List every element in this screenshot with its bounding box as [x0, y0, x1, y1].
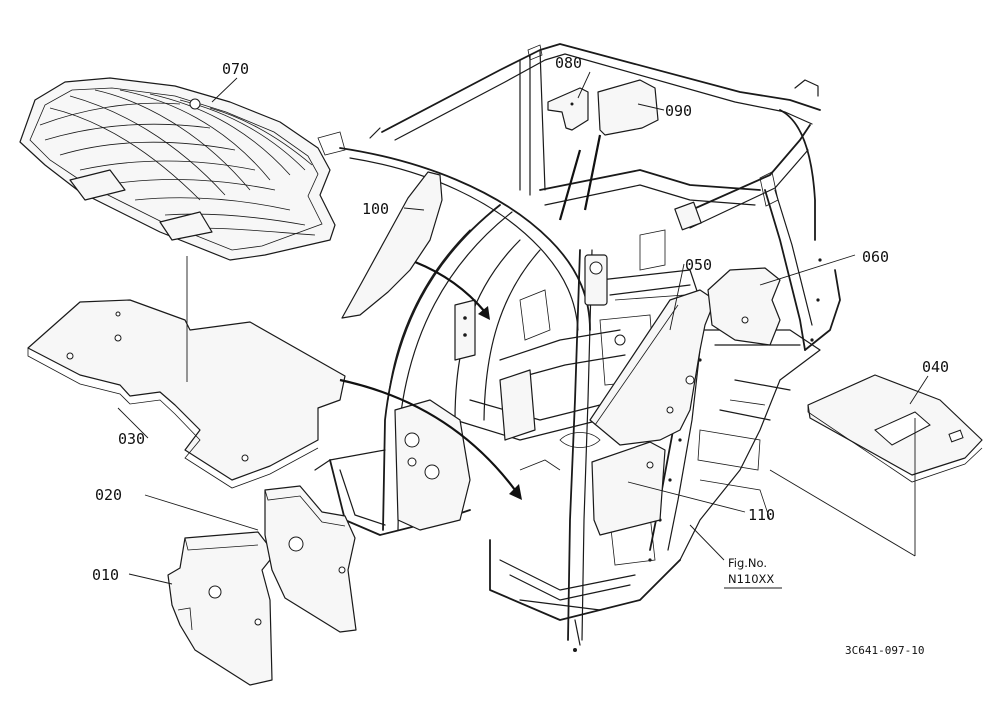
figure-reference: Fig.No. N110XX: [728, 556, 774, 586]
drawing-code: 3C641-097-10: [845, 644, 924, 657]
part-050-panel: [589, 289, 716, 446]
part-070-floor-mat: [19, 77, 336, 261]
part-010-panel: [167, 531, 273, 686]
part-080-bracket: [547, 87, 589, 131]
part-040-side-mat: [807, 374, 983, 483]
label-010: 010: [92, 566, 119, 584]
label-020: 020: [95, 486, 122, 504]
part-060-panel: [707, 267, 781, 346]
label-080: 080: [555, 54, 582, 72]
label-060: 060: [862, 248, 889, 266]
cab-frame: [314, 43, 841, 652]
figure-ref-line1: Fig.No.: [728, 556, 767, 570]
part-100-panel: [341, 171, 443, 319]
leader-lines: [117, 71, 929, 589]
part-030-floor-mat: [27, 299, 346, 489]
figure-ref-line2: N110XX: [728, 572, 774, 586]
label-030: 030: [118, 430, 145, 448]
label-090: 090: [665, 102, 692, 120]
label-070: 070: [222, 60, 249, 78]
part-090-panel: [597, 79, 659, 136]
label-100: 100: [362, 200, 389, 218]
installation-arrows: [186, 134, 602, 500]
part-020-panel: [264, 485, 357, 633]
label-050: 050: [685, 256, 712, 274]
label-040: 040: [922, 358, 949, 376]
label-110: 110: [748, 506, 775, 524]
part-labels: 070 080 090 100 050 060 040 030 020 110 …: [92, 54, 949, 584]
part-110-panel: [591, 441, 666, 536]
